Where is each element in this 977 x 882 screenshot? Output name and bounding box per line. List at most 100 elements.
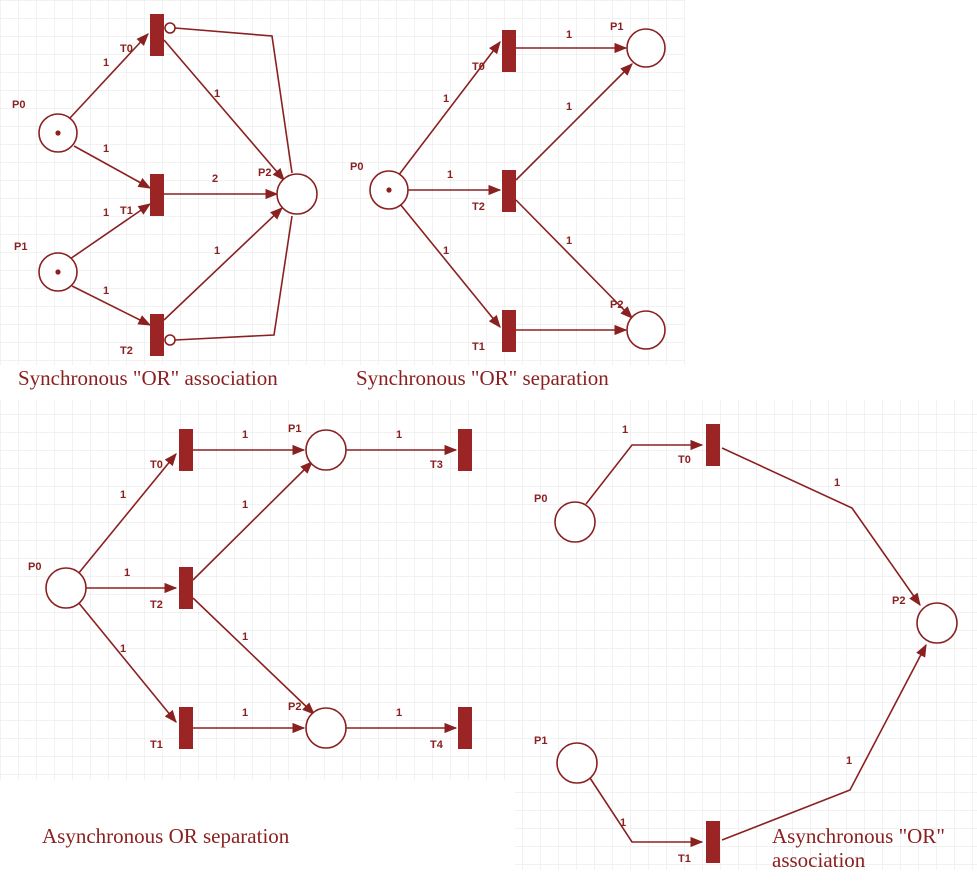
- transition-bar: [179, 707, 193, 749]
- arc-weight: 1: [120, 489, 126, 501]
- arc-weight: 1: [396, 707, 402, 719]
- transition-bar: [458, 429, 472, 471]
- arc-weight: 1: [566, 101, 572, 113]
- transition-label-t0: T0: [120, 43, 133, 55]
- arc-weight: 1: [103, 57, 109, 69]
- transition-label-t3: T3: [430, 459, 443, 471]
- place-label-p1: P1: [288, 423, 301, 435]
- token-dot: [386, 187, 392, 193]
- token-dot: [55, 130, 61, 136]
- transition-bar: [150, 14, 164, 56]
- inhibitor-head-t2: [164, 334, 176, 346]
- arc-p0-t0: [69, 33, 149, 119]
- transition-bar: [706, 821, 720, 863]
- transition-label-t1: T1: [678, 853, 691, 865]
- place-label-p2: P2: [288, 701, 301, 713]
- arc-p0-t0: [585, 439, 704, 505]
- place-p0: [554, 501, 596, 543]
- caption-async-or-association-line1: Asynchronous "OR": [772, 824, 945, 848]
- place-p2: [626, 310, 666, 350]
- place-p0: [45, 567, 87, 609]
- transition-label-t1: T1: [120, 205, 133, 217]
- arc-t0-p2: [721, 447, 921, 607]
- place-p1: [556, 742, 598, 784]
- diagram-async-or-separation: [45, 429, 458, 749]
- inhibitor-arc-p2-t0: [174, 27, 293, 174]
- arc-weight: 2: [212, 173, 218, 185]
- transition-bar: [706, 424, 720, 466]
- place-p2: [916, 602, 958, 644]
- arc-weight: 1: [566, 29, 572, 41]
- arc-t2-p1: [515, 63, 633, 181]
- grid-panel-4: [515, 400, 977, 870]
- place-label-p1: P1: [534, 735, 547, 747]
- arc-weight: 1: [443, 245, 449, 257]
- transition-bar: [458, 707, 472, 749]
- place-p1: [626, 28, 666, 68]
- arc-weight: 1: [620, 817, 626, 829]
- transition-bar: [502, 30, 516, 72]
- arc-weight: 1: [846, 755, 852, 767]
- caption-sync-or-separation: Synchronous "OR" separation: [356, 366, 609, 390]
- arc-p0-t0: [397, 40, 501, 177]
- place-label-p2: P2: [258, 167, 271, 179]
- diagram-sync-or-association: [38, 22, 318, 346]
- place-label-p2: P2: [892, 595, 905, 607]
- place-p2: [276, 173, 318, 215]
- arc-weight: 1: [124, 567, 130, 579]
- place-label-p0: P0: [350, 161, 363, 173]
- arc-weight: 1: [447, 169, 453, 181]
- caption-sync-or-association: Synchronous "OR" association: [18, 366, 278, 390]
- transition-label-t0: T0: [472, 61, 485, 73]
- diagram-sync-or-separation: [369, 28, 666, 350]
- arc-t2-p2: [515, 199, 633, 319]
- arc-weight: 1: [622, 424, 628, 436]
- arc-p0-t1: [77, 601, 177, 723]
- place-label-p0: P0: [534, 493, 547, 505]
- arc-t2-p2: [192, 597, 315, 715]
- inhibitor-arc-p2-t2: [174, 215, 293, 341]
- caption-async-or-association-line2: association: [772, 848, 866, 873]
- diagram-async-or-association: [554, 439, 958, 848]
- transition-label-t2: T2: [472, 201, 485, 213]
- arc-weight: 1: [443, 93, 449, 105]
- arc-weight: 1: [103, 207, 109, 219]
- arc-weight: 1: [242, 429, 248, 441]
- transition-bar: [502, 310, 516, 352]
- place-label-p0: P0: [28, 561, 41, 573]
- arc-weight: 1: [103, 143, 109, 155]
- transition-bar: [150, 174, 164, 216]
- transition-bar: [179, 567, 193, 609]
- arc-weight: 1: [834, 477, 840, 489]
- transition-bar: [179, 429, 193, 471]
- transition-label-t0: T0: [678, 454, 691, 466]
- token-dot: [55, 269, 61, 275]
- transition-label-t4: T4: [430, 739, 444, 751]
- arc-t1-p2: [721, 643, 927, 841]
- arc-weight: 1: [242, 631, 248, 643]
- transition-label-t0: T0: [150, 459, 163, 471]
- arc-p0-t0: [77, 453, 177, 575]
- place-p1: [305, 429, 347, 471]
- transition-bar: [150, 314, 164, 356]
- transition-label-t2: T2: [120, 345, 133, 357]
- place-label-p2: P2: [610, 299, 623, 311]
- place-p2: [305, 707, 347, 749]
- arc-weight: 1: [242, 499, 248, 511]
- inhibitor-head-t0: [164, 22, 176, 34]
- arc-weight: 1: [214, 88, 220, 100]
- arc-p1-t1: [589, 777, 704, 848]
- arc-t2-p1: [192, 461, 313, 581]
- arc-weight: 1: [566, 235, 572, 247]
- arc-p0-t1: [399, 203, 501, 328]
- transition-bar: [502, 170, 516, 212]
- arc-weight: 1: [120, 643, 126, 655]
- arc-weight: 1: [103, 285, 109, 297]
- arc-p1-t1: [69, 203, 152, 260]
- arc-t0-p2: [163, 39, 285, 181]
- place-label-p1: P1: [14, 241, 27, 253]
- arc-weight: 1: [396, 429, 402, 441]
- arc-weight: 1: [242, 707, 248, 719]
